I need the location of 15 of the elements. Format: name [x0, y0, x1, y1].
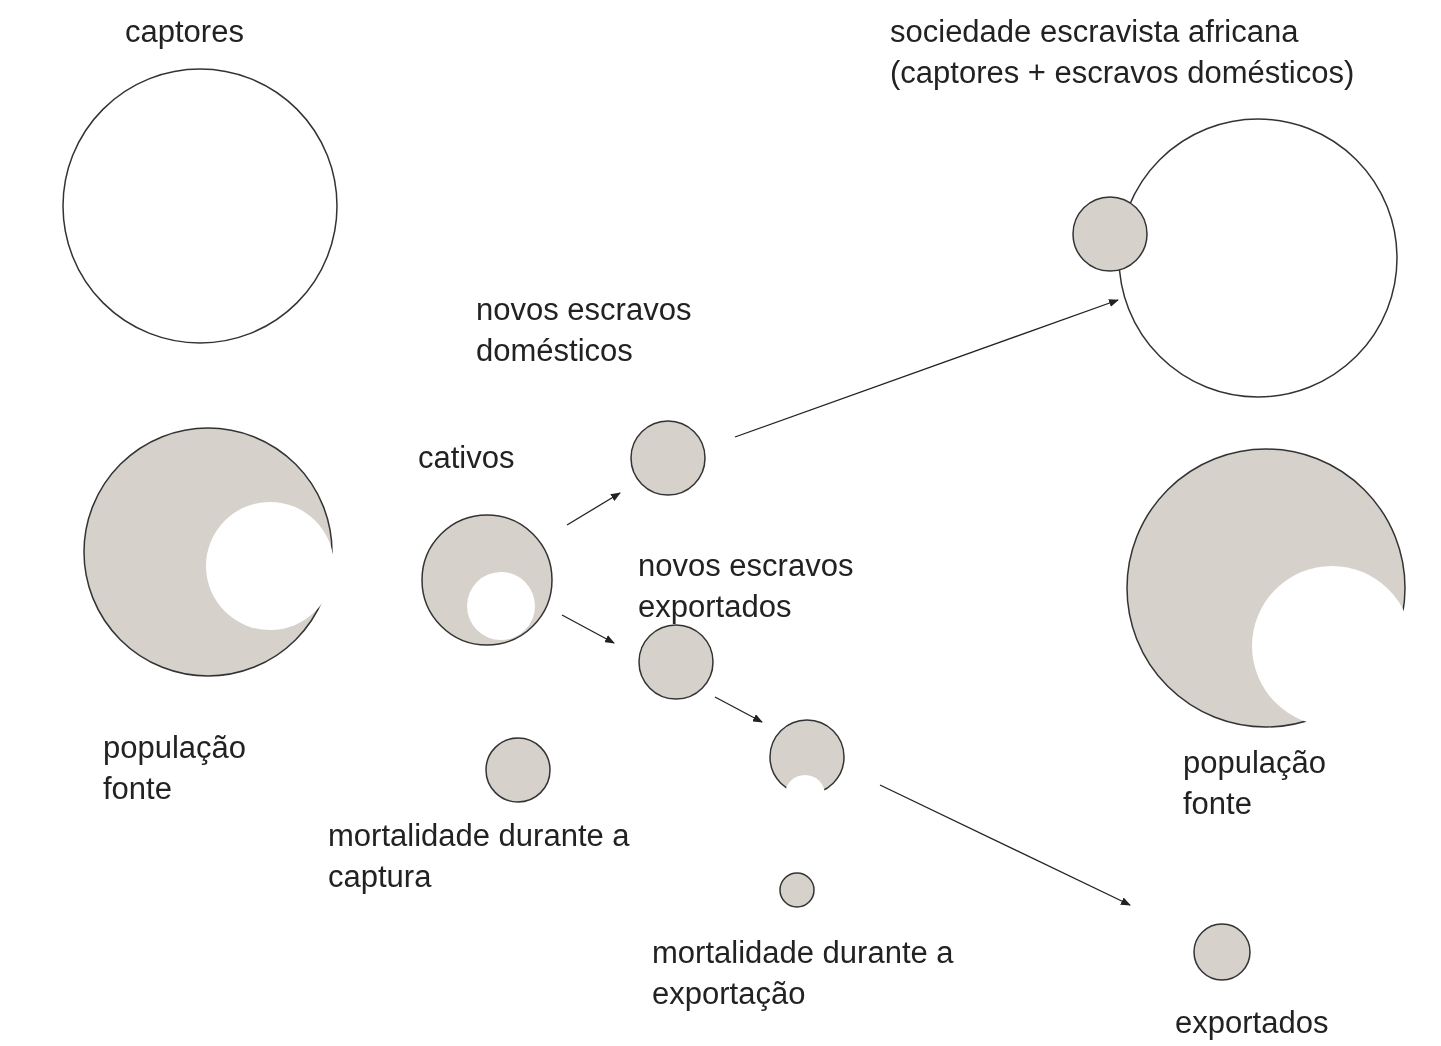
circle-label: cativos	[418, 439, 516, 477]
arrow	[561, 614, 615, 644]
circle-label: população fonte	[103, 729, 248, 808]
circle-label: sociedade escravista africana (captores + escravos domésticos)	[890, 13, 1356, 92]
circle-label: população fonte	[1183, 744, 1328, 823]
circle-label: mortalidade durante a captura	[328, 817, 631, 896]
circle-label: novos escravos exportados	[638, 547, 855, 626]
circle-label: novos escravos domésticos	[476, 291, 693, 370]
arrow	[566, 492, 621, 526]
circle-label: captores	[125, 13, 245, 51]
arrow	[879, 784, 1131, 906]
arrow	[734, 299, 1119, 438]
circle-label: mortalidade durante a exportação	[652, 934, 955, 1013]
arrow	[714, 696, 763, 723]
circle-label: exportados	[1175, 1004, 1330, 1042]
